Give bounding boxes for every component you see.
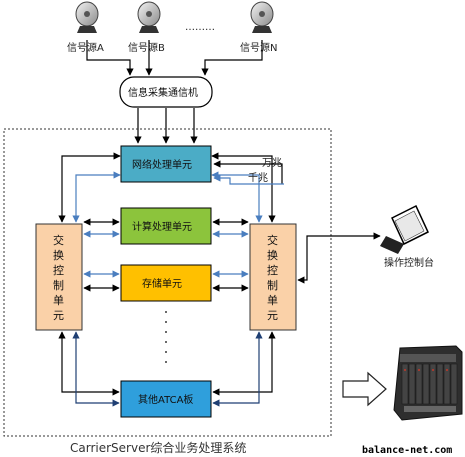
network-processing-unit: 网络处理单元 xyxy=(120,145,212,183)
console-laptop-icon xyxy=(380,204,429,254)
collector-arrows xyxy=(134,108,198,144)
satellite-dish-icon xyxy=(250,1,274,33)
other-atca-board-label: 其他ATCA板 xyxy=(138,393,193,406)
switch-char: 换 xyxy=(53,248,64,262)
source-arrows xyxy=(86,40,263,76)
server-chassis-icon xyxy=(393,345,463,421)
atca-switch-links xyxy=(58,331,276,407)
switch-control-unit-left: 交 换 控 制 单 元 xyxy=(35,223,83,331)
switch-char: 交 xyxy=(53,233,64,247)
hollow-arrow-icon xyxy=(342,371,387,407)
storage-switch-links xyxy=(83,270,249,292)
satellite-dish-icon xyxy=(75,1,99,33)
signal-source-label: 信号源N xyxy=(240,41,277,54)
storage-unit: 存储单元 xyxy=(120,264,212,302)
signal-source-a: 信号源A xyxy=(67,1,104,54)
watermark: balance-net.com xyxy=(362,445,452,456)
switch-char: 单 xyxy=(267,294,278,307)
switch-char: 控 xyxy=(53,263,64,277)
switch-char: 换 xyxy=(267,248,278,262)
switch-char: 单 xyxy=(53,294,64,307)
info-collector: 信息采集通信机 xyxy=(119,76,213,108)
switch-char: 元 xyxy=(53,309,64,322)
switch-char: 制 xyxy=(53,279,64,292)
signal-source-b: 信号源B xyxy=(128,1,165,54)
network-switch-links xyxy=(58,152,284,223)
gig-label: 千兆 xyxy=(248,172,268,184)
switch-char: 制 xyxy=(267,279,278,292)
compute-switch-links xyxy=(83,218,249,238)
satellite-dish-icon xyxy=(137,1,161,33)
vertical-ellipsis xyxy=(165,311,167,363)
signal-source-label: 信号源A xyxy=(67,41,104,54)
switch-char: 交 xyxy=(267,233,278,247)
signal-source-n: 信号源N xyxy=(240,1,277,54)
console-label: 操作控制台 xyxy=(384,256,434,269)
system-title: CarrierServer综合业务处理系统 xyxy=(70,440,246,455)
switch-char: 控 xyxy=(267,263,278,277)
other-atca-board: 其他ATCA板 xyxy=(120,380,212,418)
storage-unit-label: 存储单元 xyxy=(142,277,182,290)
info-collector-label: 信息采集通信机 xyxy=(128,86,198,99)
source-ellipsis: ……… xyxy=(185,22,215,33)
compute-processing-unit: 计算处理单元 xyxy=(120,207,212,245)
switch-char: 元 xyxy=(267,309,278,322)
switch-console-link xyxy=(297,232,381,284)
signal-source-label: 信号源B xyxy=(128,41,165,54)
switch-control-unit-right: 交 换 控 制 单 元 xyxy=(249,223,297,331)
tengig-label: 万兆 xyxy=(262,157,282,169)
network-processing-unit-label: 网络处理单元 xyxy=(132,158,192,171)
compute-processing-unit-label: 计算处理单元 xyxy=(132,220,192,233)
